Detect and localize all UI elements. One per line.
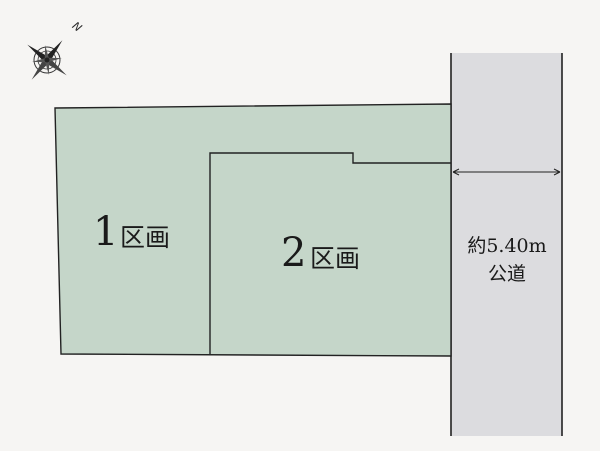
- lot-1-number: 1: [93, 209, 118, 255]
- lot-2-suffix: 区画: [310, 244, 360, 273]
- compass-north-label: N: [70, 19, 84, 34]
- dimension-arrow-left: [452, 168, 460, 176]
- road-area: [451, 53, 562, 436]
- lot-outline: [54, 103, 452, 357]
- road-width-label: 約5.40m: [467, 235, 546, 257]
- lot-divider: [209, 152, 451, 354]
- road: 約5.40m 公道: [450, 53, 563, 436]
- road-type-label: 公道: [488, 263, 526, 285]
- dimension-arrow-right: [553, 168, 561, 176]
- compass-rose-icon: N: [27, 19, 84, 80]
- lot-2-number: 2: [281, 230, 306, 276]
- lot-2-label: 2 区画: [281, 230, 360, 276]
- lot-1-label: 1 区画: [93, 209, 170, 255]
- lot-1-suffix: 区画: [120, 223, 170, 252]
- lots: 1 区画 2 区画: [54, 103, 452, 357]
